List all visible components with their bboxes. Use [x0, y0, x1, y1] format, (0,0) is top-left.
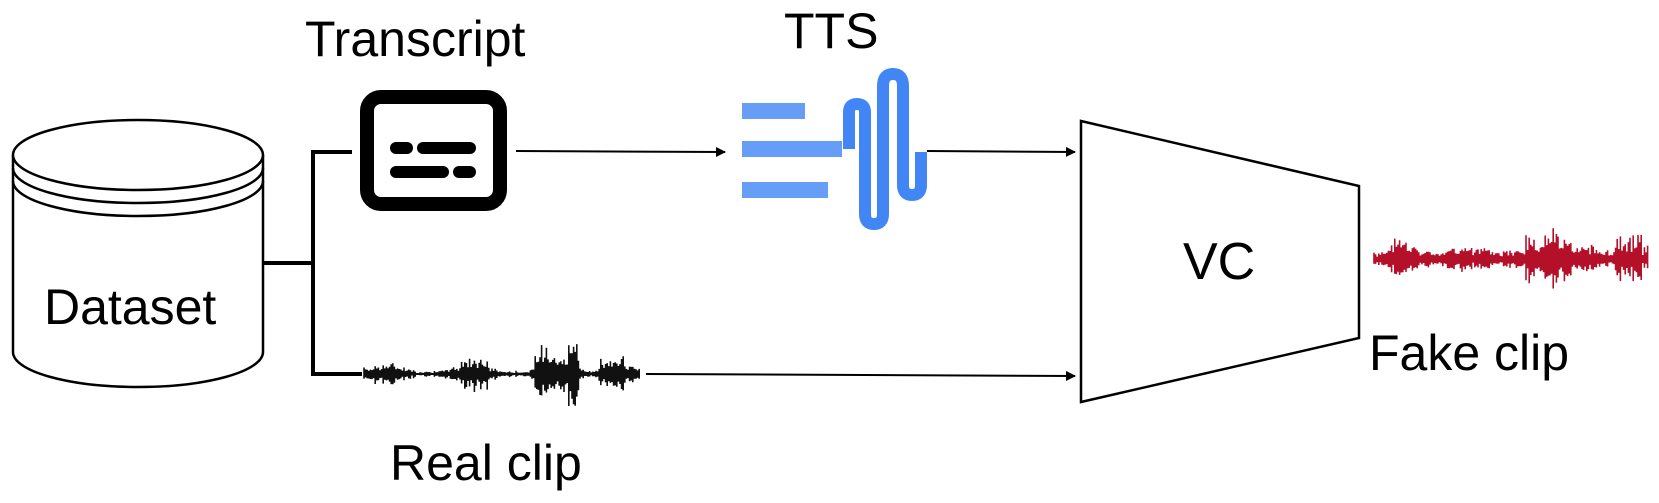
arrow-real-clip-to-vc — [645, 370, 1076, 381]
vc-block — [1079, 119, 1361, 404]
fake-clip-label: Fake clip — [1369, 325, 1570, 381]
arrow-transcript-to-tts — [515, 146, 726, 157]
tts-icon — [742, 68, 927, 230]
transcript-label: Transcript — [305, 11, 526, 67]
real-clip-waveform-icon — [363, 344, 640, 406]
dataset-icon — [11, 118, 265, 389]
fake-clip-waveform-icon — [1373, 228, 1649, 289]
real-clip-label: Real clip — [390, 435, 582, 491]
dataset-branch-connector — [263, 150, 362, 376]
dataset-label: Dataset — [44, 279, 217, 335]
arrow-tts-to-vc — [926, 146, 1076, 157]
transcript-icon — [360, 90, 507, 211]
vc-label: VC — [1183, 233, 1256, 291]
tts-label: TTS — [784, 3, 879, 59]
